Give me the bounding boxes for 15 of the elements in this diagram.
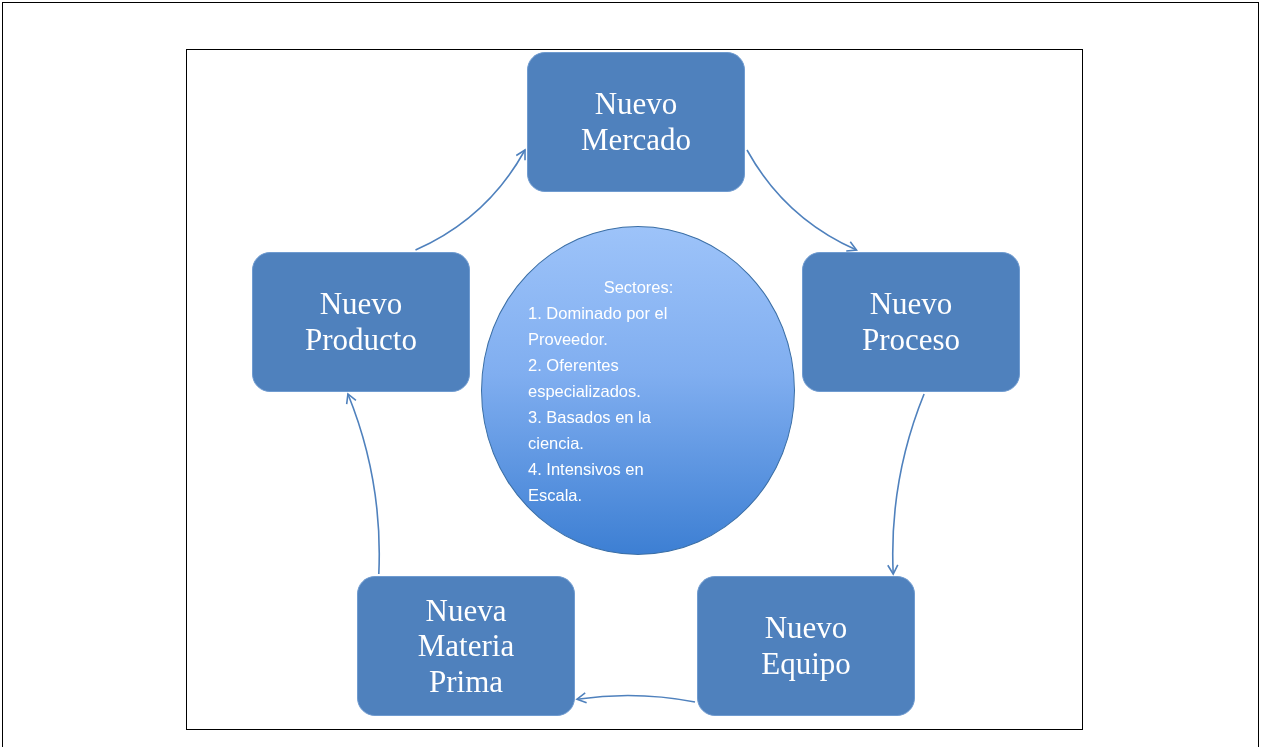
curved-arrow <box>887 393 925 575</box>
stage-box: Nuevo Producto <box>252 252 470 392</box>
list-item: 2. Oferentes especializados. <box>528 354 642 402</box>
list-item: 4. Intensivos en Escala. <box>528 458 645 506</box>
stage-box: Nuevo Mercado <box>527 52 745 192</box>
stage-box: Nuevo Proceso <box>802 252 1020 392</box>
curved-arrow <box>345 393 381 575</box>
curved-arrow <box>576 692 696 704</box>
curved-arrow <box>746 149 858 252</box>
stage-box: Nuevo Equipo <box>697 576 915 716</box>
circle-heading: Sectores: <box>602 276 675 298</box>
list-item: 3. Basados en la ciencia. <box>528 406 652 454</box>
list-item: 1. Dominado por el Proveedor. <box>528 302 669 350</box>
curved-arrow <box>414 149 526 251</box>
stage-box: Nueva Materia Prima <box>357 576 575 716</box>
